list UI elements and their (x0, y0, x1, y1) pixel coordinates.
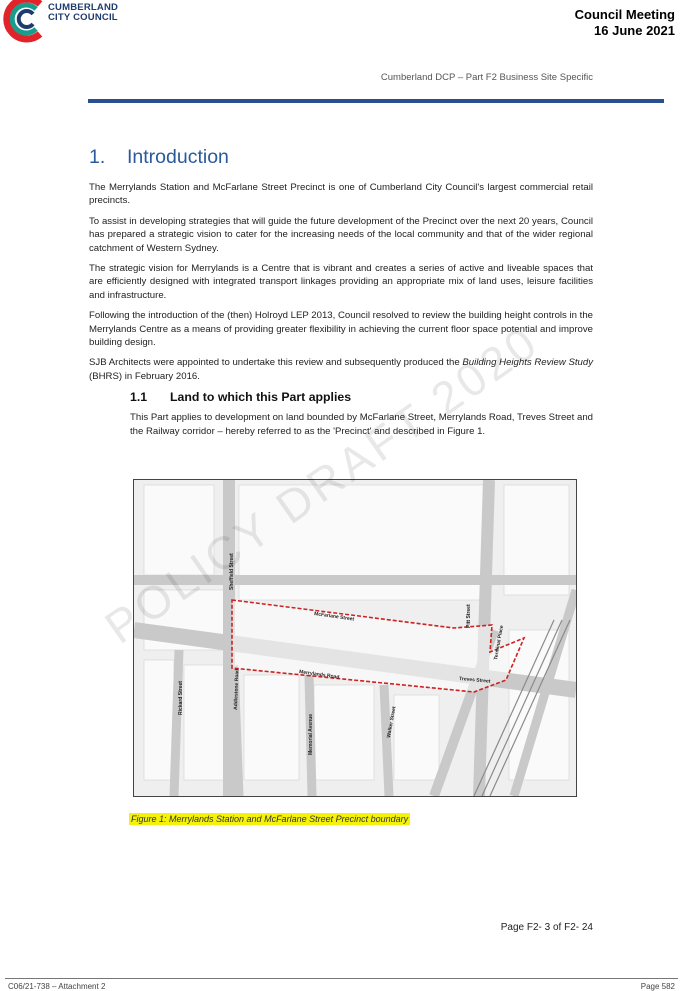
intro-paragraph-1: The Merrylands Station and McFarlane Str… (89, 182, 593, 207)
meeting-date: 16 June 2021 (594, 23, 675, 38)
precinct-map-drawing: McFarlane Street Merrylands Road Sheffie… (134, 480, 576, 796)
page-number: Page F2- 3 of F2- 24 (500, 922, 593, 933)
intro-paragraph-3: The strategic vision for Merrylands is a… (89, 263, 593, 301)
section-number: 1. (89, 146, 106, 168)
intro-paragraph-2: To assist in developing strategies that … (89, 215, 593, 254)
header-rule (88, 99, 664, 103)
footer-right: Page 582 (640, 982, 675, 991)
map-label-rickard: Rickard Street (178, 681, 184, 715)
meeting-title: Council Meeting (574, 7, 675, 22)
logo-line1: CUMBERLAND (48, 2, 119, 13)
subsection-heading: 1.1 Land to which this Part applies (130, 390, 593, 404)
map-label-addlestone: Addlestone Road (233, 669, 240, 710)
map-label-treves: Treves Street (459, 676, 491, 685)
subsection-paragraph: This Part applies to development on land… (130, 412, 593, 437)
section-title: Introduction (127, 146, 229, 168)
subsection-title: Land to which this Part applies (170, 390, 352, 405)
page-content: 1. Introduction The Merrylands Station an… (89, 146, 593, 445)
map-label-mcfarlane: McFarlane Street (314, 611, 355, 623)
map-label-memorial: Memorial Avenue (308, 714, 314, 755)
council-logo: CUMBERLAND CITY COUNCIL (0, 0, 140, 44)
footer-left: C06/21-738 – Attachment 2 (8, 982, 106, 991)
dcp-header: Cumberland DCP – Part F2 Business Site S… (380, 72, 593, 83)
logo-line2: CITY COUNCIL (48, 12, 118, 23)
map-label-pitt: Pitt Street (466, 604, 472, 628)
meeting-info: Council Meeting 16 June 2021 (575, 7, 675, 39)
sjb-text-end: (BHRS) in February 2016. (89, 370, 200, 382)
sjb-text-start: SJB Architects were appointed to underta… (89, 357, 463, 369)
figure-caption: Figure 1: Merrylands Station and McFarla… (129, 813, 411, 825)
map-label-merrylands-road: Merrylands Road (299, 669, 340, 681)
sjb-study-title: Building Heights Review Study (462, 357, 593, 369)
precinct-map: McFarlane Street Merrylands Road Sheffie… (133, 479, 577, 797)
council-logo-icon (3, 0, 43, 43)
logo-text: CUMBERLAND CITY COUNCIL (48, 3, 118, 23)
intro-paragraph-5: SJB Architects were appointed to underta… (89, 356, 593, 383)
map-label-walker: Walker Street (386, 706, 397, 739)
intro-paragraph-4: Following the introduction of the (then)… (89, 310, 593, 349)
subsection-number: 1.1 (130, 390, 148, 405)
section-heading: 1. Introduction (89, 146, 593, 169)
map-label-sheffield: Sheffield Street (229, 553, 235, 590)
footer-rule (5, 978, 678, 979)
